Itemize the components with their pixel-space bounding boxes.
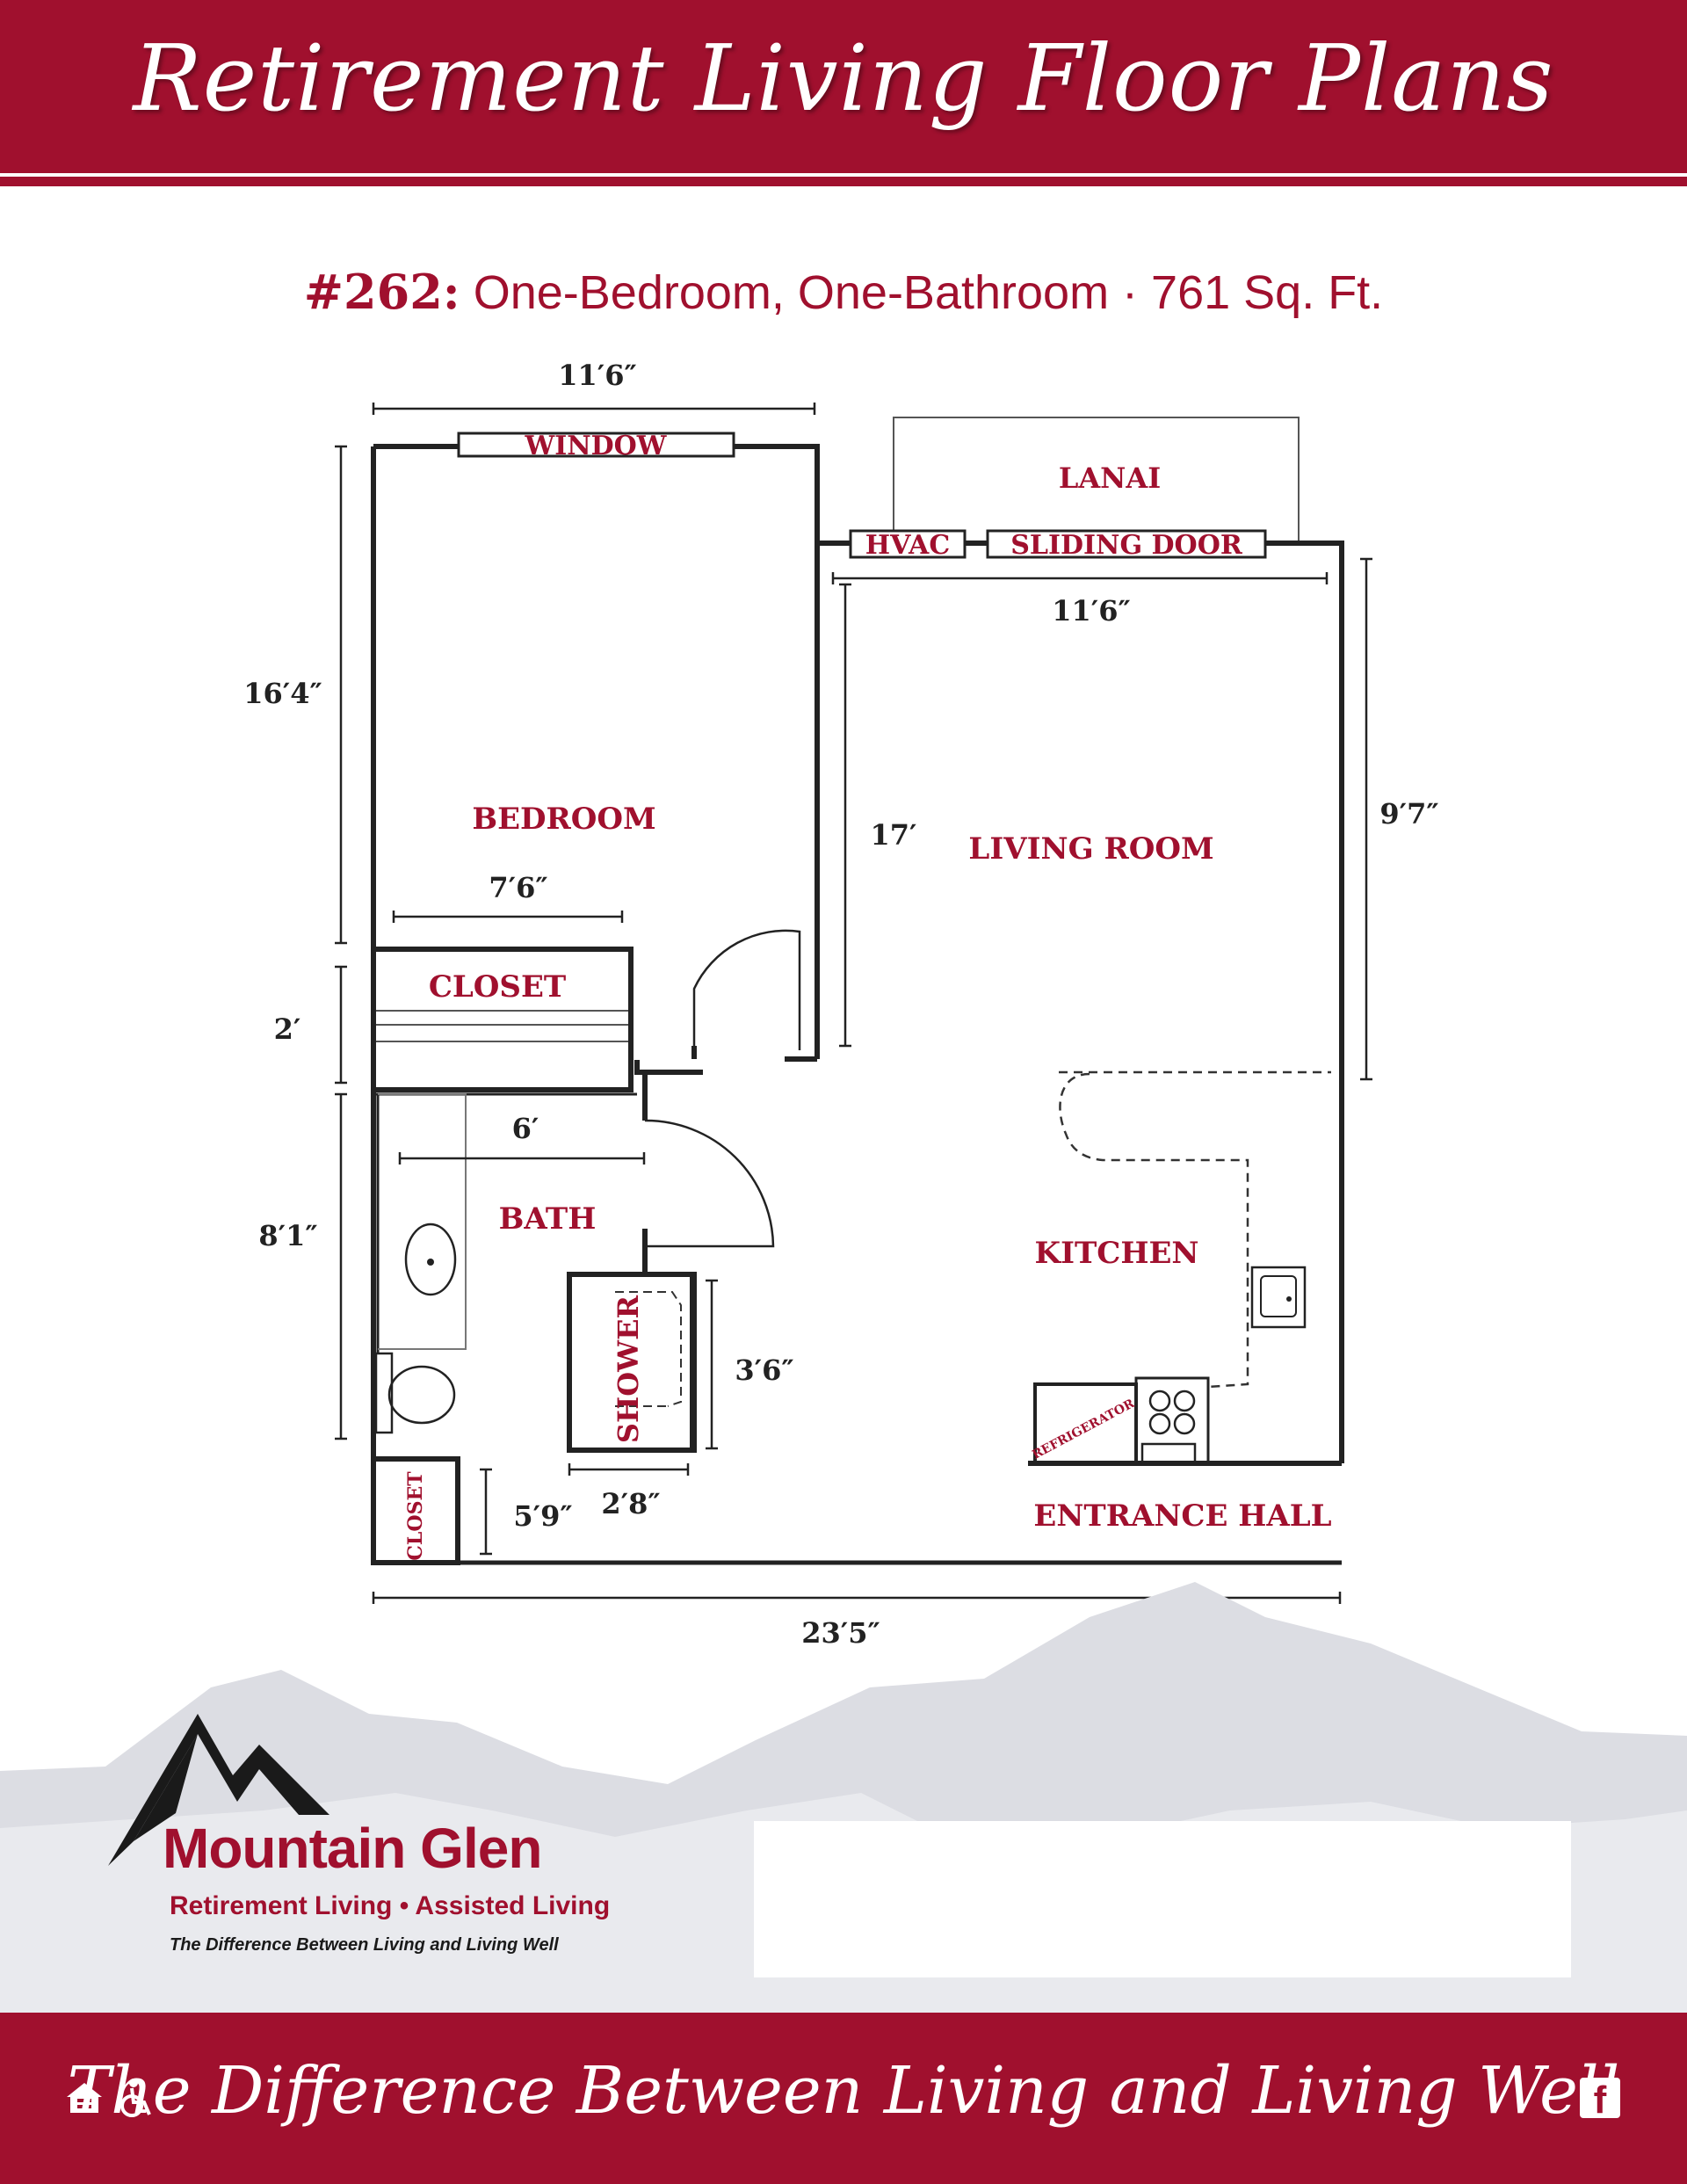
- shower-stall: [567, 1272, 695, 1453]
- wheelchair-icon: [120, 2079, 151, 2117]
- footer-banner: [0, 2013, 1687, 2184]
- vanity: [378, 1093, 467, 1350]
- dim-shower-length: 3′6″: [735, 1353, 793, 1387]
- unit-subtitle: #262: One-Bedroom, One-Bathroom · 761 Sq…: [0, 264, 1687, 320]
- kitchen-basin: [1260, 1275, 1297, 1317]
- dim-overall-width: 23′5″: [801, 1616, 880, 1650]
- dim-hall-closet: 5′9″: [513, 1499, 572, 1533]
- window-frame: [457, 432, 735, 458]
- dim-bath-length: 8′1″: [258, 1219, 317, 1252]
- living-room-label: LIVING ROOM: [968, 831, 1213, 867]
- lanai-outline: [893, 417, 1300, 541]
- hvac-label: HVAC: [865, 530, 950, 561]
- burner-2: [1173, 1389, 1196, 1412]
- shower-tray: [615, 1291, 682, 1407]
- dim-bath-width: 6′: [512, 1112, 539, 1145]
- lanai-label: LANAI: [1059, 461, 1161, 495]
- bath-walls: [567, 1060, 703, 1453]
- kitchen-drain: [1286, 1296, 1292, 1302]
- sliding-door-box: [986, 529, 1267, 559]
- walls: [371, 444, 1344, 1565]
- refrigerator-label: REFRIGERATOR: [1030, 1397, 1137, 1462]
- brand-tagline: The Difference Between Living and Living…: [170, 1935, 559, 1955]
- toilet-icon: [387, 1365, 456, 1425]
- brand-name: Mountain Glen: [163, 1817, 542, 1880]
- bedroom-door-swing: [692, 929, 801, 1050]
- dim-closet-width: 7′6″: [489, 871, 547, 904]
- bath-label: BATH: [499, 1201, 597, 1237]
- dim-living-length: 17′: [871, 818, 917, 852]
- oven-door: [1140, 1442, 1197, 1465]
- dimension-lines: [335, 403, 1372, 1604]
- brand-services: Retirement Living • Assisted Living: [170, 1891, 611, 1920]
- shower-label: SHOWER: [612, 1295, 645, 1444]
- unit-number: #262:: [303, 264, 460, 320]
- dim-living-width: 11′6″: [1052, 594, 1131, 628]
- kitchen-sink-icon: [1250, 1266, 1307, 1329]
- dim-closet-depth: 2′: [274, 1012, 301, 1046]
- page-title: Retirement Living Floor Plans: [133, 25, 1554, 132]
- window-label: WINDOW: [525, 431, 668, 461]
- info-box: [754, 1821, 1571, 1977]
- drain-icon: [427, 1259, 434, 1266]
- hall-closet: [371, 1456, 460, 1565]
- unit-description: One-Bedroom, One-Bathroom · 761 Sq. Ft.: [473, 266, 1384, 319]
- wall-living: [817, 541, 1344, 1463]
- facebook-icon[interactable]: f: [1580, 2078, 1620, 2118]
- header-banner: [0, 0, 1687, 186]
- bedroom-label: BEDROOM: [472, 802, 655, 837]
- closet-label: CLOSET: [429, 969, 566, 1005]
- dim-bedroom-length: 16′4″: [243, 677, 322, 710]
- floor-plan: WINDOW LANAI HVAC SLIDING DOOR CLOSET BA…: [243, 359, 1438, 1650]
- sliding-door-label: SLIDING DOOR: [1010, 530, 1243, 561]
- burner-4: [1173, 1412, 1196, 1435]
- dim-bedroom-width: 11′6″: [558, 359, 637, 392]
- footer-slogan: The Difference Between Living and Living…: [67, 2053, 1620, 2129]
- stove-icon: [1134, 1376, 1210, 1465]
- logo-peaks-icon: [108, 1714, 329, 1866]
- closet-shelves: [376, 1010, 628, 1042]
- dim-living-right: 9′7″: [1379, 797, 1438, 831]
- logo-peak-shade: [134, 1734, 198, 1841]
- kitchen-counter: [1059, 1070, 1331, 1389]
- burner-1: [1148, 1389, 1171, 1412]
- dim-shower-width: 2′8″: [601, 1487, 660, 1520]
- kitchen-label: KITCHEN: [1035, 1236, 1199, 1271]
- mountain-glen-logo: [108, 1714, 329, 1866]
- hall-closet-label: CLOSET: [404, 1471, 427, 1561]
- hvac-box: [849, 529, 967, 559]
- entrance-hall-label: ENTRANCE HALL: [1033, 1498, 1331, 1534]
- equal-housing-icon: [67, 2083, 102, 2113]
- header-divider: [0, 173, 1687, 177]
- wall-bedroom: [373, 444, 820, 1059]
- toilet-tank: [374, 1352, 394, 1434]
- bath-door-swing: [644, 1119, 775, 1248]
- burner-3: [1148, 1412, 1171, 1435]
- bedroom-closet: [371, 947, 634, 1092]
- sink-icon: [404, 1223, 457, 1296]
